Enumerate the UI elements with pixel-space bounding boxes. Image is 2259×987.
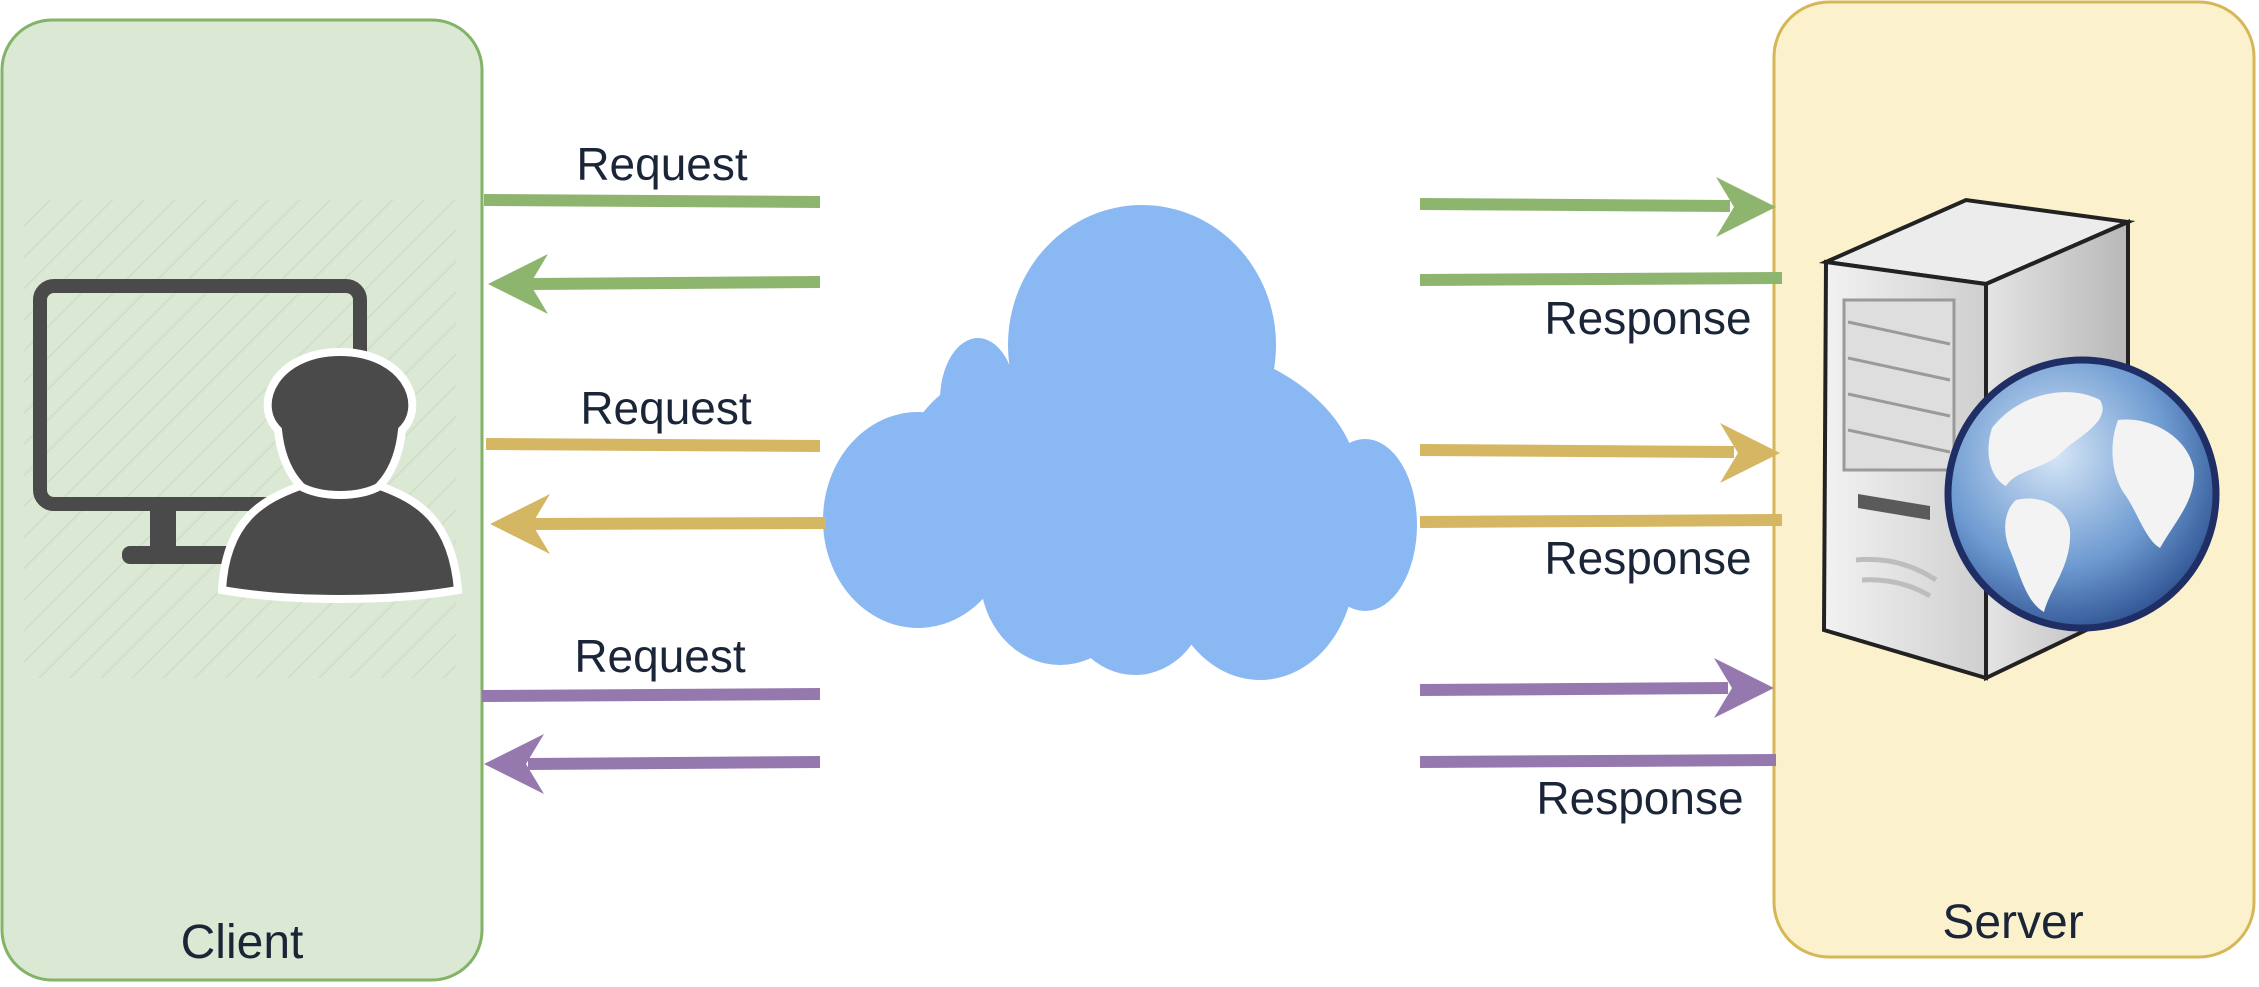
server-request-line	[1419, 682, 1729, 696]
user-at-computer-icon	[33, 279, 463, 603]
client-label: Client	[181, 916, 304, 969]
client-response-arrowhead	[484, 734, 544, 794]
flow-group-2: Request Response	[485, 382, 1783, 584]
client-response-line	[531, 517, 827, 530]
server-request-arrowhead	[1716, 177, 1776, 237]
client-request-label: Request	[580, 382, 752, 434]
server-request-line	[1419, 198, 1731, 212]
cloud-icon	[823, 205, 1417, 680]
client-response-arrowhead	[488, 254, 548, 314]
flow-group-1: Request Response	[483, 138, 1783, 344]
client-request-line	[481, 688, 821, 702]
server-response-line	[1419, 272, 1783, 286]
client-request-line	[485, 438, 821, 452]
client-request-label: Request	[576, 138, 748, 190]
server-panel: Server	[1772, 0, 2256, 959]
client-panel: Client	[0, 18, 484, 982]
server-response-line	[1419, 754, 1777, 768]
client-response-line	[527, 756, 821, 770]
flow-group-3: Request Response	[481, 630, 1777, 824]
server-request-arrowhead	[1714, 658, 1774, 718]
client-request-label: Request	[574, 630, 746, 682]
server-request-arrowhead	[1720, 423, 1780, 483]
client-request-line	[483, 194, 821, 208]
server-response-line	[1419, 514, 1783, 528]
request-response-flows: Request Response Request Response Reques…	[481, 138, 1783, 824]
client-response-arrowhead	[490, 494, 550, 554]
client-response-line	[529, 276, 821, 290]
server-response-label: Response	[1544, 532, 1751, 584]
server-response-label: Response	[1544, 292, 1751, 344]
server-response-label: Response	[1536, 772, 1743, 824]
web-server-globe-icon	[1818, 197, 2220, 682]
server-request-line	[1419, 444, 1735, 458]
server-label: Server	[1942, 896, 2083, 949]
